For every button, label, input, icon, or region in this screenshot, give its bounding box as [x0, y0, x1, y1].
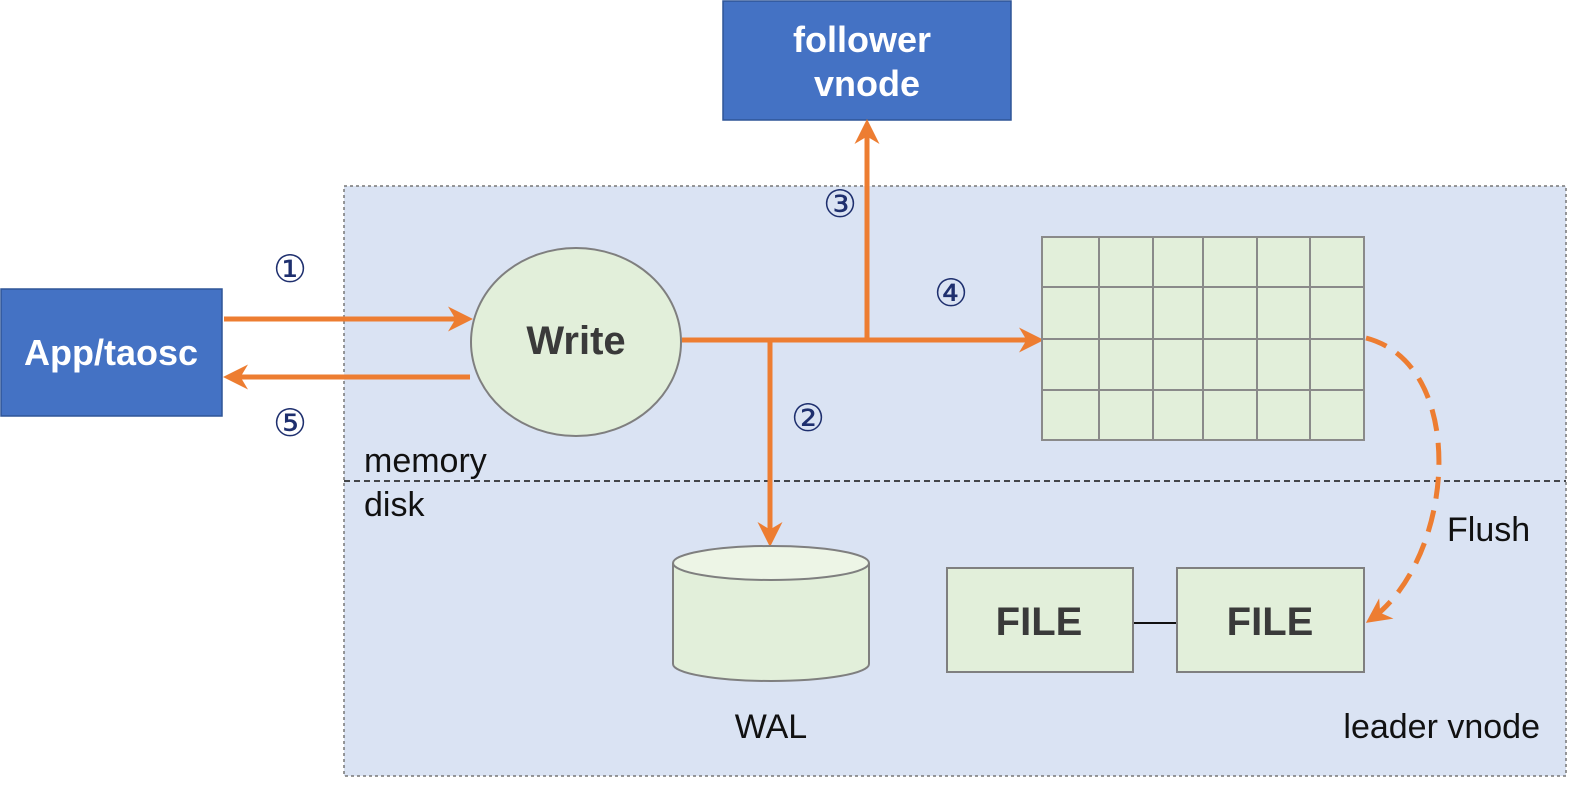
- follower-vnode-label: follower vnode: [793, 19, 941, 104]
- step-1-marker: ①: [273, 247, 307, 291]
- step-5-marker: ⑤: [273, 401, 307, 445]
- file-box-1: [946, 567, 1134, 673]
- app-taosc-box: [0, 288, 223, 417]
- step-4-marker: ④: [934, 271, 968, 315]
- app-taosc-label: App/taosc: [24, 332, 198, 373]
- disk-label: disk: [364, 486, 425, 524]
- flush-label: Flush: [1447, 511, 1530, 549]
- leader-vnode-label: leader vnode: [1343, 708, 1540, 746]
- flush-arrow: [1365, 335, 1442, 623]
- file-box-2: [1176, 567, 1365, 673]
- wal-label: WAL: [735, 708, 807, 746]
- write-node: [470, 247, 682, 437]
- file-1-label: FILE: [996, 600, 1083, 644]
- step-3-marker: ③: [823, 182, 857, 226]
- wal-cylinder: [672, 545, 870, 682]
- file-2-label: FILE: [1227, 600, 1314, 644]
- follower-vnode-box: [722, 0, 1012, 121]
- memory-label: memory: [364, 442, 487, 480]
- step-2-marker: ②: [791, 396, 825, 440]
- memory-table-grid: [1041, 236, 1365, 441]
- write-label: Write: [526, 319, 625, 363]
